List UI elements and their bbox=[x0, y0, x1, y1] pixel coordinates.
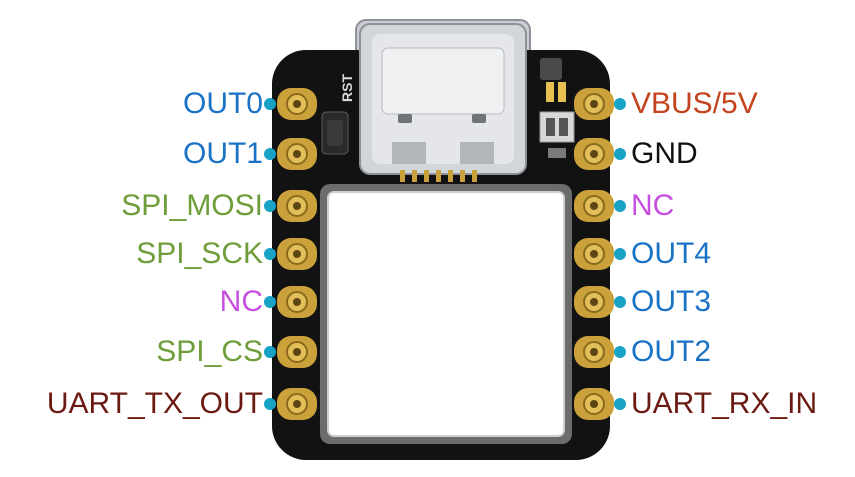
pin-indicator-dots bbox=[264, 98, 626, 410]
castellated-pad bbox=[277, 190, 317, 222]
reset-label: RST bbox=[339, 74, 355, 102]
left-pin-label: UART_TX_OUT bbox=[46, 387, 263, 420]
pin-indicator-dot bbox=[264, 346, 276, 358]
pin-indicator-dot bbox=[614, 200, 626, 212]
pin-indicator-dot bbox=[614, 296, 626, 308]
right-pin-label: NC bbox=[631, 189, 675, 222]
castellated-pad bbox=[574, 238, 614, 270]
reset-button bbox=[321, 111, 349, 155]
pin-indicator-dot bbox=[264, 248, 276, 260]
right-pin-label: OUT2 bbox=[631, 335, 712, 368]
pin-indicator-dot bbox=[614, 98, 626, 110]
right-pin-label: UART_RX_IN bbox=[631, 387, 818, 420]
right-pad-column bbox=[574, 88, 614, 420]
rf-shield-module bbox=[320, 184, 572, 444]
castellated-pad bbox=[277, 388, 317, 420]
castellated-pad bbox=[277, 286, 317, 318]
left-pin-label: SPI_SCK bbox=[136, 237, 263, 270]
pin-indicator-dot bbox=[614, 248, 626, 260]
pin-indicator-dot bbox=[264, 98, 276, 110]
pin-indicator-dot bbox=[614, 398, 626, 410]
castellated-pad bbox=[277, 336, 317, 368]
castellated-pad bbox=[574, 138, 614, 170]
left-pin-label: NC bbox=[219, 285, 263, 318]
left-pin-label: SPI_MOSI bbox=[121, 189, 263, 222]
castellated-pad bbox=[574, 286, 614, 318]
pin-indicator-dot bbox=[264, 200, 276, 212]
castellated-pad bbox=[574, 336, 614, 368]
left-pin-label: SPI_CS bbox=[156, 335, 263, 368]
pin-indicator-dot bbox=[614, 148, 626, 160]
right-pin-label: OUT4 bbox=[631, 237, 712, 270]
left-pin-label: OUT0 bbox=[182, 87, 263, 120]
usb-c-shell bbox=[359, 23, 527, 182]
right-pin-label: OUT3 bbox=[631, 285, 712, 318]
castellated-pad bbox=[574, 388, 614, 420]
pin-indicator-dot bbox=[614, 346, 626, 358]
pin-indicator-dot bbox=[264, 148, 276, 160]
castellated-pad bbox=[277, 88, 317, 120]
castellated-pad bbox=[574, 88, 614, 120]
right-pin-label: VBUS/5V bbox=[631, 87, 758, 120]
pin-indicator-dot bbox=[264, 296, 276, 308]
right-pin-label: GND bbox=[631, 137, 698, 170]
castellated-pad bbox=[277, 238, 317, 270]
smd-components bbox=[539, 58, 575, 158]
castellated-pad bbox=[574, 190, 614, 222]
left-pad-column bbox=[277, 88, 317, 420]
castellated-pad bbox=[277, 138, 317, 170]
pin-indicator-dot bbox=[264, 398, 276, 410]
left-pin-label: OUT1 bbox=[182, 137, 263, 170]
